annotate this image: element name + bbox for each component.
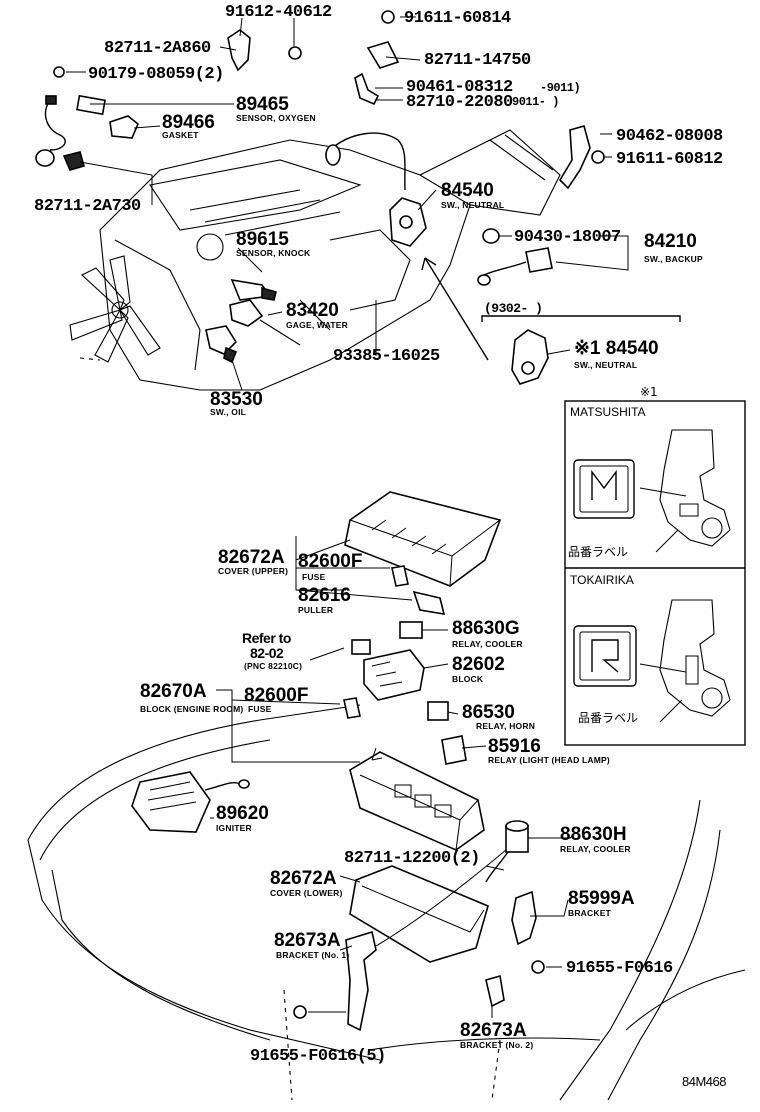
desc-85916: RELAY (LIGHT (HEAD LAMP) [488, 755, 610, 765]
label-85999A: 85999A [568, 888, 635, 909]
desc-82673A-no2: BRACKET (No. 2) [460, 1040, 533, 1050]
sensor-icons [205, 278, 277, 364]
desc-84540: SW., NEUTRAL [441, 200, 504, 210]
label-82711-12200: 82711-12200(2) [344, 849, 480, 868]
desc-85999A: BRACKET [568, 908, 612, 918]
label-91612-40612: 91612-40612 [225, 3, 332, 22]
leader-lines [66, 16, 629, 1018]
label-neutral-alt-number: ※1 84540 [574, 338, 659, 359]
desc-82600F-2: FUSE [248, 704, 272, 714]
bracket-icons-bottom [293, 890, 545, 1032]
inset-note: ※1 [640, 385, 658, 399]
part-labels: 91612-40612 91611-60814 82711-2A860 8271… [34, 3, 727, 1089]
label-83530: 83530 [210, 389, 263, 410]
label-90430-18007: 90430-18007 [514, 228, 621, 247]
neutral-switch-alt-icon [421, 257, 681, 385]
desc-82672A-lower: COVER (LOWER) [270, 888, 342, 898]
fuse-relay-icons [343, 565, 529, 883]
label-91611-60812: 91611-60812 [616, 150, 723, 169]
label-84210: 84210 [644, 231, 697, 252]
desc-83530: SW., OIL [210, 407, 246, 417]
label-89620: 89620 [216, 803, 269, 824]
desc-82602: BLOCK [452, 674, 484, 684]
desc-82616: PULLER [298, 605, 333, 615]
refer-to-line1: Refer to [242, 630, 291, 646]
fan-icon [69, 255, 161, 363]
label-90179-08059: 90179-08059(2) [88, 65, 224, 84]
label-93385-16025: 93385-16025 [333, 347, 440, 366]
label-82600F-1: 82600F [298, 551, 362, 572]
upper-cover-icon [344, 491, 502, 587]
desc-82670A: BLOCK (ENGINE ROOM) [140, 704, 243, 714]
label-82672A-lower: 82672A [270, 868, 337, 889]
label-82710-22080: 82710-22080 [406, 93, 513, 112]
label-91611-60814: 91611-60814 [404, 9, 511, 28]
neutral-switch-icon [325, 132, 427, 247]
label-neutral-alt-range: (9302- ) [484, 301, 542, 316]
oxygen-sensor-icon [35, 94, 139, 171]
desc-84210: SW., BACKUP [644, 254, 703, 264]
label-91655-F0616: 91655-F0616 [566, 959, 673, 978]
refer-to-line3: (PNC 82210C) [244, 661, 302, 671]
label-82600F-2: 82600F [244, 685, 308, 706]
label-90461-range: -9011) [540, 81, 580, 95]
desc-89466: GASKET [162, 130, 199, 140]
desc-82672A-upper: COVER (UPPER) [218, 566, 288, 576]
label-82672A-upper: 82672A [218, 547, 285, 568]
label-89615: 89615 [236, 229, 289, 250]
label-82602: 82602 [452, 654, 505, 675]
desc-82673A-no1: BRACKET (No. 1) [276, 950, 349, 960]
label-85916: 85916 [488, 736, 541, 757]
desc-89615: SENSOR, KNOCK [236, 248, 311, 258]
desc-88630G: RELAY, COOLER [452, 639, 523, 649]
label-82711-14750: 82711-14750 [424, 51, 531, 70]
desc-86530: RELAY, HORN [476, 721, 535, 731]
engine-room-block-icon [349, 747, 485, 851]
label-86530: 86530 [462, 702, 515, 723]
desc-neutral-alt: SW., NEUTRAL [574, 360, 637, 370]
bracket-icon-top [53, 10, 605, 190]
label-82670A: 82670A [140, 681, 207, 702]
label-82673A-no1: 82673A [274, 930, 341, 951]
label-82711-2A730: 82711-2A730 [34, 197, 141, 216]
inset-maker-matsushita: MATSUSHITA [570, 405, 646, 419]
inset-label-text-1: 品番ラベル [568, 545, 628, 559]
inset-label-text-2: 品番ラベル [578, 711, 638, 725]
label-90461-08312: 90461-08312 [406, 78, 513, 97]
inset-box [564, 400, 746, 746]
label-82616: 82616 [298, 585, 351, 606]
label-90462-08008: 90462-08008 [616, 127, 723, 146]
inset-maker-tokairika: TOKAIRIKA [570, 573, 634, 587]
desc-88630H: RELAY, COOLER [560, 844, 631, 854]
backup-switch-icon [477, 228, 553, 286]
label-88630H: 88630H [560, 824, 627, 845]
label-82673A-no2: 82673A [460, 1020, 527, 1041]
desc-83420: GAGE, WATER [286, 320, 348, 330]
label-82711-2A860: 82711-2A860 [104, 39, 211, 58]
label-84540: 84540 [441, 180, 494, 201]
engine-illustration [69, 129, 561, 391]
desc-89620: IGNITER [216, 823, 252, 833]
label-83420: 83420 [286, 300, 339, 321]
label-88630G: 88630G [452, 618, 520, 639]
refer-to-line2: 82-02 [250, 645, 284, 661]
desc-89465: SENSOR, OXYGEN [236, 113, 316, 123]
label-91655-F0616-5: 91655-F0616(5) [250, 1047, 386, 1066]
label-82710-range: 9011- ) [512, 95, 559, 109]
label-89465: 89465 [236, 94, 289, 115]
lower-cover-icon [349, 865, 489, 963]
desc-82600F-1: FUSE [302, 572, 326, 582]
igniter-icon [131, 771, 250, 833]
diagram-code: 84M468 [682, 1074, 726, 1089]
label-89466: 89466 [162, 112, 215, 133]
car-body-illustration [27, 704, 746, 1101]
